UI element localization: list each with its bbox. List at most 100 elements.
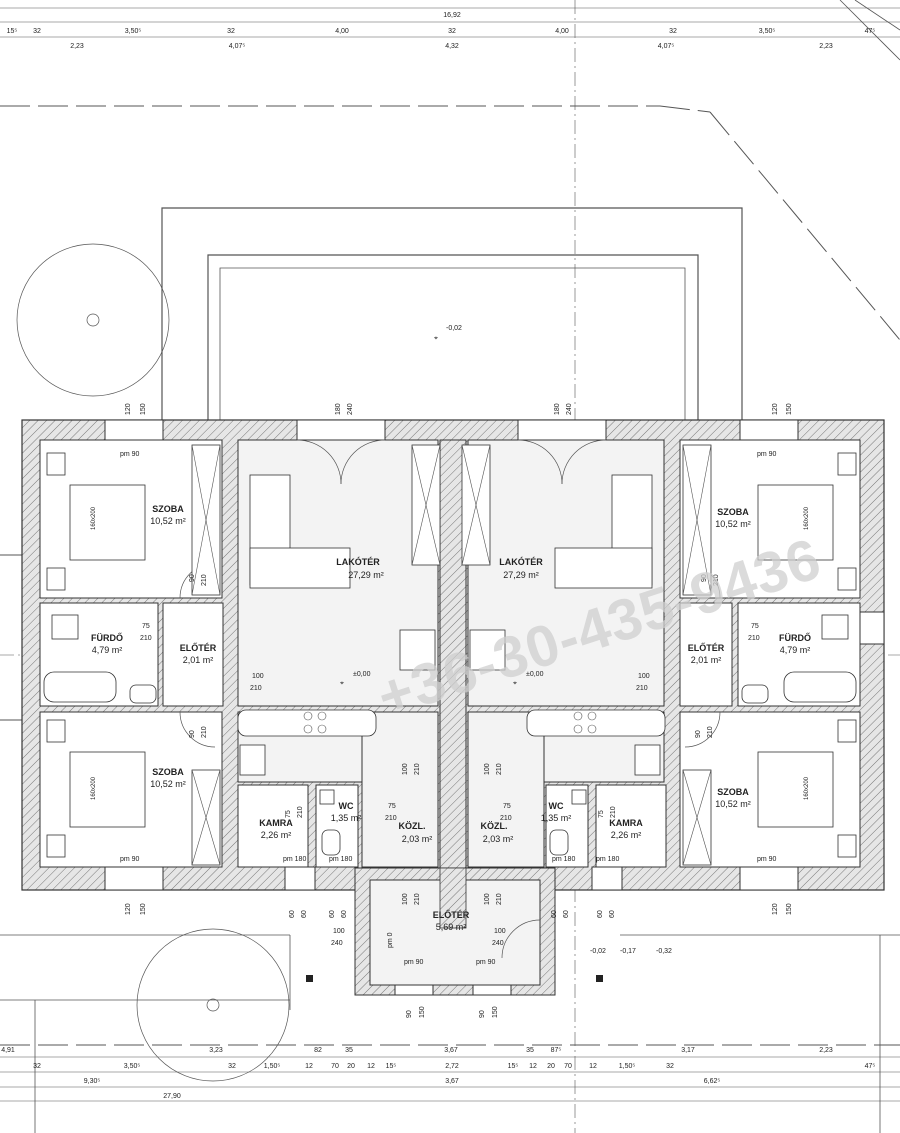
door-note: 75 bbox=[503, 803, 511, 810]
room-area: 10,52 m² bbox=[150, 516, 186, 526]
door-note: 75 bbox=[388, 803, 396, 810]
svg-text:120: 120 bbox=[125, 903, 132, 915]
door-note: 210 bbox=[201, 574, 208, 586]
room-name: FÜRDŐ bbox=[779, 632, 811, 643]
room-name: LAKÓTÉR bbox=[336, 556, 380, 567]
window-note: 60 bbox=[609, 910, 616, 918]
svg-text:150: 150 bbox=[786, 403, 793, 415]
level-entry-c: -0,32 bbox=[656, 948, 672, 955]
dim-bottom-total: 27,90 bbox=[163, 1093, 181, 1100]
dimension-label: 82 bbox=[314, 1047, 322, 1054]
room-kamra-r bbox=[595, 784, 667, 868]
door-note: 240 bbox=[347, 403, 354, 415]
dimension-label: 2,72 bbox=[445, 1063, 459, 1070]
dim-top-total: 16,92 bbox=[443, 12, 461, 19]
svg-text:150: 150 bbox=[786, 903, 793, 915]
room-area: 2,03 m² bbox=[402, 834, 433, 844]
dimension-label: 4,00 bbox=[555, 28, 569, 35]
dimension-label: 15⁵ bbox=[386, 1063, 397, 1070]
dimension-label: 70 bbox=[331, 1063, 339, 1070]
dimension-label: 35 bbox=[526, 1047, 534, 1054]
door-note: 100 bbox=[333, 928, 345, 935]
dimension-label: 3,50⁵ bbox=[759, 28, 776, 35]
room-kozl-r bbox=[467, 711, 545, 868]
door-note: 210 bbox=[636, 685, 648, 692]
window-note: 60 bbox=[597, 910, 604, 918]
room-area: 10,52 m² bbox=[150, 779, 186, 789]
bed-size: 160x200 bbox=[91, 776, 97, 800]
dimension-label: 3,67 bbox=[445, 1078, 459, 1085]
svg-text:180: 180 bbox=[335, 403, 342, 415]
dimension-label: 9,30⁵ bbox=[84, 1078, 101, 1085]
door-note: 210 bbox=[414, 763, 421, 775]
door-note: 100 bbox=[484, 893, 491, 905]
level-icon: ⌖ bbox=[340, 680, 344, 687]
level-entry-b: -0,17 bbox=[620, 948, 636, 955]
dimension-label: 32 bbox=[33, 28, 41, 35]
parapet-note: pm 180 bbox=[552, 856, 575, 863]
room-area: 4,79 m² bbox=[92, 645, 123, 655]
dimension-label: 2,23 bbox=[819, 43, 833, 50]
window-note: 120 bbox=[772, 903, 779, 915]
door-note: 210 bbox=[414, 893, 421, 905]
room-area: 2,26 m² bbox=[261, 830, 292, 840]
door-note: 100 bbox=[402, 893, 409, 905]
bed bbox=[69, 751, 146, 828]
dimension-label: 35 bbox=[345, 1047, 353, 1054]
room-name: FÜRDŐ bbox=[91, 632, 123, 643]
dimension-label: 20 bbox=[347, 1063, 355, 1070]
room-area: 5,69 m² bbox=[436, 922, 467, 932]
room-name: KÖZL. bbox=[481, 821, 508, 831]
dimension-label: 12 bbox=[589, 1063, 597, 1070]
dimension-label: 3,67 bbox=[444, 1047, 458, 1054]
bed bbox=[757, 751, 834, 828]
room-area: 1,35 m² bbox=[331, 813, 362, 823]
dimension-label: 1,50⁵ bbox=[619, 1063, 636, 1070]
door-note: 240 bbox=[331, 940, 343, 947]
room-area: 1,35 m² bbox=[541, 813, 572, 823]
window-note: 60 bbox=[551, 910, 558, 918]
door-terrace-r bbox=[517, 419, 607, 441]
dimension-label: 6,62⁵ bbox=[704, 1078, 721, 1085]
bed-size: 160x200 bbox=[91, 506, 97, 530]
level-icon: ⌖ bbox=[434, 335, 438, 342]
parapet-note: pm 90 bbox=[404, 959, 424, 966]
room-area: 4,79 m² bbox=[780, 645, 811, 655]
door-note: 210 bbox=[707, 726, 714, 738]
svg-text:120: 120 bbox=[772, 403, 779, 415]
room-area: 2,01 m² bbox=[183, 655, 214, 665]
svg-text:120: 120 bbox=[125, 403, 132, 415]
window-note: 150 bbox=[140, 403, 147, 415]
door-note: 150 bbox=[492, 1006, 499, 1018]
bed-size: 160x200 bbox=[804, 506, 810, 530]
door-note: 210 bbox=[610, 806, 617, 818]
parapet-note: pm 90 bbox=[120, 451, 140, 458]
dimension-label: 12 bbox=[529, 1063, 537, 1070]
dimension-label: 3,23 bbox=[209, 1047, 223, 1054]
dimension-label: 70 bbox=[564, 1063, 572, 1070]
window-note: 60 bbox=[329, 910, 336, 918]
room-name: WC bbox=[549, 801, 564, 811]
dimension-label: 32 bbox=[666, 1063, 674, 1070]
door-note: 75 bbox=[285, 810, 292, 818]
svg-text:150: 150 bbox=[140, 403, 147, 415]
door-note: 75 bbox=[751, 623, 759, 630]
window-note: 60 bbox=[563, 910, 570, 918]
dimension-label: 4,00 bbox=[335, 28, 349, 35]
dimension-label: 3,17 bbox=[681, 1047, 695, 1054]
bed-size: 160x200 bbox=[804, 776, 810, 800]
door-note: 210 bbox=[748, 635, 760, 642]
bed bbox=[757, 484, 834, 561]
door-note: 150 bbox=[419, 1006, 426, 1018]
door-note: 100 bbox=[402, 763, 409, 775]
room-name: SZOBA bbox=[717, 787, 749, 797]
dimension-label: 3,50⁵ bbox=[124, 1063, 141, 1070]
dimension-label: 32 bbox=[228, 1063, 236, 1070]
parapet-note: pm 180 bbox=[596, 856, 619, 863]
